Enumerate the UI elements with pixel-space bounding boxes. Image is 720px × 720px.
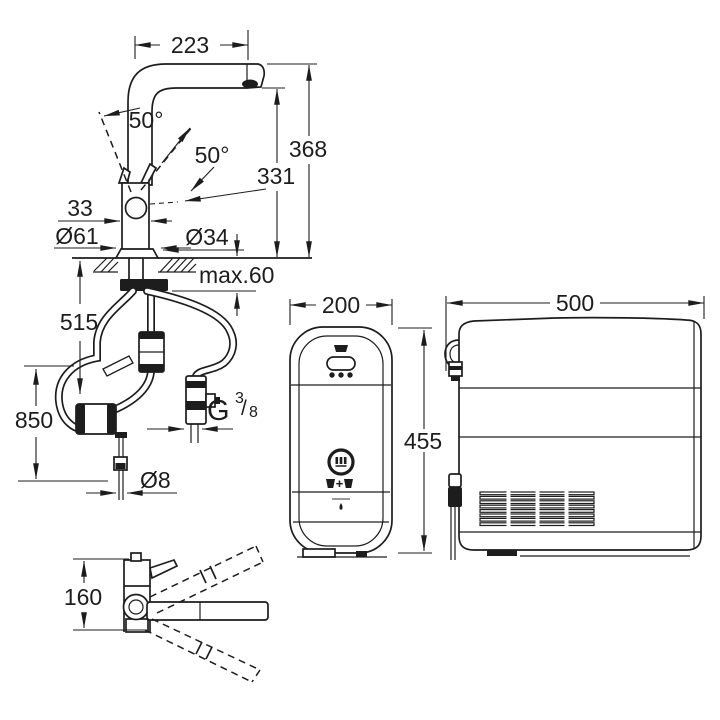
vent-grille bbox=[479, 490, 595, 527]
top-view-lever bbox=[149, 558, 179, 580]
dim-shank-diameter: Ø34 bbox=[162, 224, 244, 253]
flow-control-component bbox=[75, 403, 117, 435]
dim-top-view-height: 160 bbox=[64, 558, 147, 631]
dim-filter-width: 200 bbox=[289, 292, 393, 325]
dispense-pill-icon bbox=[326, 356, 356, 371]
dim-61-label: Ø61 bbox=[55, 223, 98, 249]
faucet-top-view bbox=[122, 545, 269, 683]
dim-160-label: 160 bbox=[64, 584, 102, 610]
water-drop-icon bbox=[339, 503, 343, 510]
spout-icon bbox=[334, 345, 348, 352]
dim-500-label: 500 bbox=[556, 290, 594, 316]
dim-pipe-diameter: Ø8 bbox=[86, 467, 177, 496]
power-plug-icon bbox=[448, 473, 462, 560]
handle-pivot bbox=[124, 196, 148, 220]
filter-ring-icon bbox=[327, 448, 355, 476]
dim-hose-515: 515 bbox=[60, 260, 98, 395]
dim-deck-thickness: max.60 bbox=[172, 234, 274, 316]
thread-den-label: 8 bbox=[249, 404, 258, 421]
spout-outlet bbox=[242, 79, 258, 89]
dim-368-label: 368 bbox=[289, 136, 327, 162]
dim-thread-g38: G 3 / 8 bbox=[147, 390, 258, 432]
dim-223-label: 223 bbox=[171, 32, 209, 58]
top-view-handle-block bbox=[123, 559, 151, 587]
two-cups-icon bbox=[326, 479, 353, 488]
capillary-pipe bbox=[113, 432, 128, 500]
angle-50-upper-label: 50° bbox=[129, 107, 164, 133]
swivel-arm-lower-dashed bbox=[144, 618, 261, 683]
filter-side-foot bbox=[487, 550, 517, 556]
filter-front-foot bbox=[302, 548, 336, 558]
thread-slash-label: / bbox=[241, 397, 247, 420]
dim-hose-850: 850 bbox=[15, 365, 108, 482]
countertop-section bbox=[72, 257, 312, 273]
top-view-spout-arm bbox=[146, 601, 269, 621]
dim-max60-label: max.60 bbox=[199, 262, 274, 288]
base-escutcheon bbox=[114, 248, 160, 259]
dim-filter-depth: 500 bbox=[445, 290, 705, 371]
check-valve-fitting bbox=[138, 331, 165, 373]
filter-front-body bbox=[289, 326, 393, 554]
dim-8-label: Ø8 bbox=[140, 467, 171, 493]
filter-side-view bbox=[444, 316, 702, 560]
swivel-arm-upper-dashed bbox=[149, 545, 264, 614]
dim-455-label: 455 bbox=[404, 428, 442, 454]
dim-34-label: Ø34 bbox=[185, 224, 229, 250]
faucet-side-view bbox=[54, 63, 312, 500]
dim-handle-width: 33 bbox=[58, 195, 172, 224]
dim-515-label: 515 bbox=[60, 309, 98, 335]
status-led-dots bbox=[329, 372, 353, 378]
dim-850-label: 850 bbox=[15, 407, 53, 433]
dim-331-label: 331 bbox=[257, 163, 295, 189]
dim-outlet-height: 331 bbox=[257, 87, 295, 258]
thread-g-label: G bbox=[207, 395, 230, 427]
dim-base-diameter: Ø61 bbox=[54, 223, 191, 251]
dim-total-height: 368 bbox=[267, 63, 327, 258]
fine-print-mark bbox=[332, 498, 350, 500]
handle-housing bbox=[121, 182, 150, 254]
angle-valve bbox=[185, 375, 220, 443]
dim-filter-height: 455 bbox=[398, 327, 442, 554]
dim-swivel-upper: 50° bbox=[103, 107, 191, 164]
hose-tag bbox=[102, 355, 134, 377]
faucet-spout bbox=[127, 63, 266, 186]
filter-side-body bbox=[458, 316, 702, 551]
dim-33-label: 33 bbox=[67, 195, 93, 221]
dim-200-label: 200 bbox=[322, 292, 360, 318]
dim-swivel-lower: 50° bbox=[190, 142, 230, 192]
thread-num-label: 3 bbox=[235, 390, 244, 407]
top-view-pivot bbox=[122, 593, 150, 621]
hose-fitting-icon bbox=[444, 339, 463, 381]
angle-50-lower-label: 50° bbox=[195, 142, 230, 168]
dim-spout-reach: 223 bbox=[134, 30, 249, 60]
filter-front-view bbox=[289, 326, 393, 558]
filter-front-door-seam bbox=[298, 335, 384, 547]
supply-hoses bbox=[54, 287, 238, 434]
lever-swivel-range bbox=[98, 111, 267, 205]
